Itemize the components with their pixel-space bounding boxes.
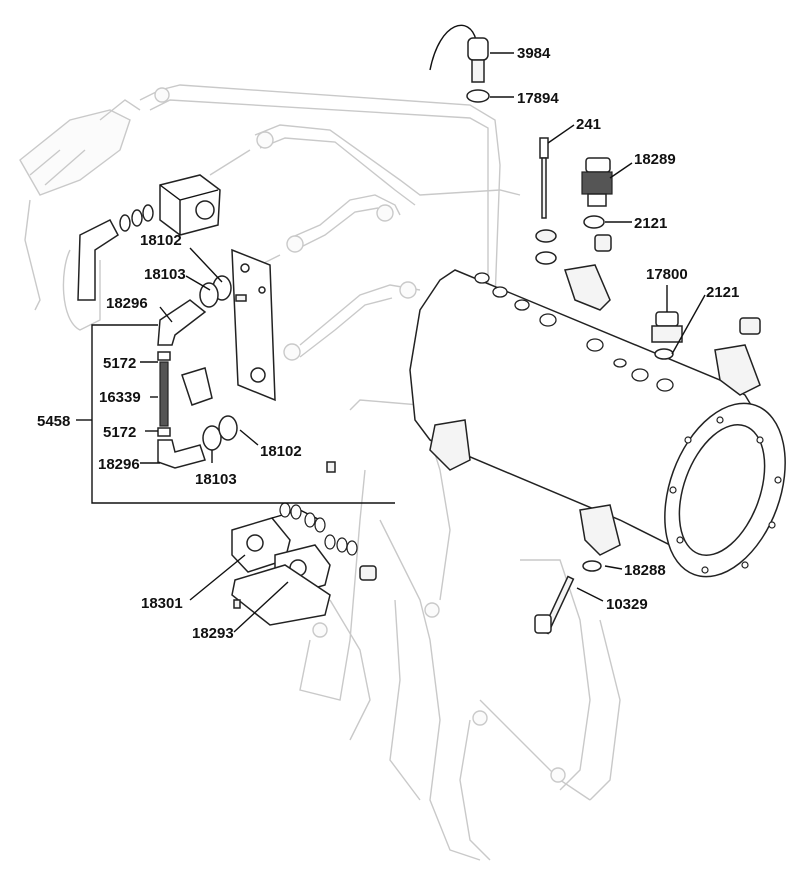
- label-18296-upper: 18296: [106, 295, 148, 312]
- label-18288: 18288: [624, 562, 666, 579]
- label-18301: 18301: [141, 595, 183, 612]
- switch-base-plate: [231, 564, 331, 626]
- valve-18289: [581, 157, 613, 207]
- valve-17800: [651, 311, 683, 343]
- label-3984: 3984: [517, 45, 551, 62]
- oring-17894: [466, 89, 490, 103]
- label-18296-lower: 18296: [98, 456, 140, 473]
- label-17894: 17894: [517, 90, 559, 107]
- label-2121-b: 2121: [706, 284, 739, 301]
- mounting-plate: [231, 248, 276, 402]
- rod-10329: [534, 575, 575, 635]
- switch-fittings: [279, 502, 358, 556]
- screw: [235, 294, 247, 302]
- washer-18288: [582, 560, 602, 572]
- small-screw: [326, 461, 336, 473]
- leader-lines: [76, 52, 706, 633]
- label-18102-upper: 18102: [140, 232, 182, 249]
- label-10329: 10329: [606, 596, 648, 613]
- small-screw-lower: [233, 599, 241, 609]
- label-241: 241: [576, 116, 601, 133]
- label-2121-a: 2121: [634, 215, 667, 232]
- tube-16339: [159, 361, 169, 427]
- probe-241: [535, 137, 557, 265]
- label-18289: 18289: [634, 151, 676, 168]
- probe-3984: [429, 24, 489, 83]
- elbow-18296-upper: [157, 299, 207, 346]
- washer-18103-lower: [202, 425, 222, 451]
- label-18103-upper: 18103: [144, 266, 186, 283]
- ferrule-5172-lower: [157, 427, 171, 437]
- hose-elbow: [77, 219, 119, 301]
- label-16339: 16339: [99, 389, 141, 406]
- label-5172-lower: 5172: [103, 424, 136, 441]
- solenoid-valve: [159, 174, 221, 236]
- washer-2121-b: [654, 348, 674, 360]
- fitting-right: [739, 317, 761, 335]
- nut-fitting: [359, 565, 377, 581]
- fitting-small: [594, 234, 612, 252]
- solenoid-rings: [119, 204, 154, 232]
- label-5458: 5458: [37, 413, 70, 430]
- washer-18102-lower: [218, 415, 238, 441]
- label-18103-lower: 18103: [195, 471, 237, 488]
- washer-18103-upper: [199, 282, 219, 308]
- elbow-18296-lower: [157, 439, 206, 469]
- boiler: [409, 264, 786, 578]
- ferrule-5172-upper: [157, 351, 171, 361]
- label-18293: 18293: [192, 625, 234, 642]
- label-18102-lower: 18102: [260, 443, 302, 460]
- part-labels: 3984 17894 241 18289 2121 17800 2121 181…: [37, 45, 739, 642]
- label-17800: 17800: [646, 266, 688, 283]
- clip: [181, 367, 213, 406]
- washer-2121-a: [583, 215, 605, 229]
- label-5172-upper: 5172: [103, 355, 136, 372]
